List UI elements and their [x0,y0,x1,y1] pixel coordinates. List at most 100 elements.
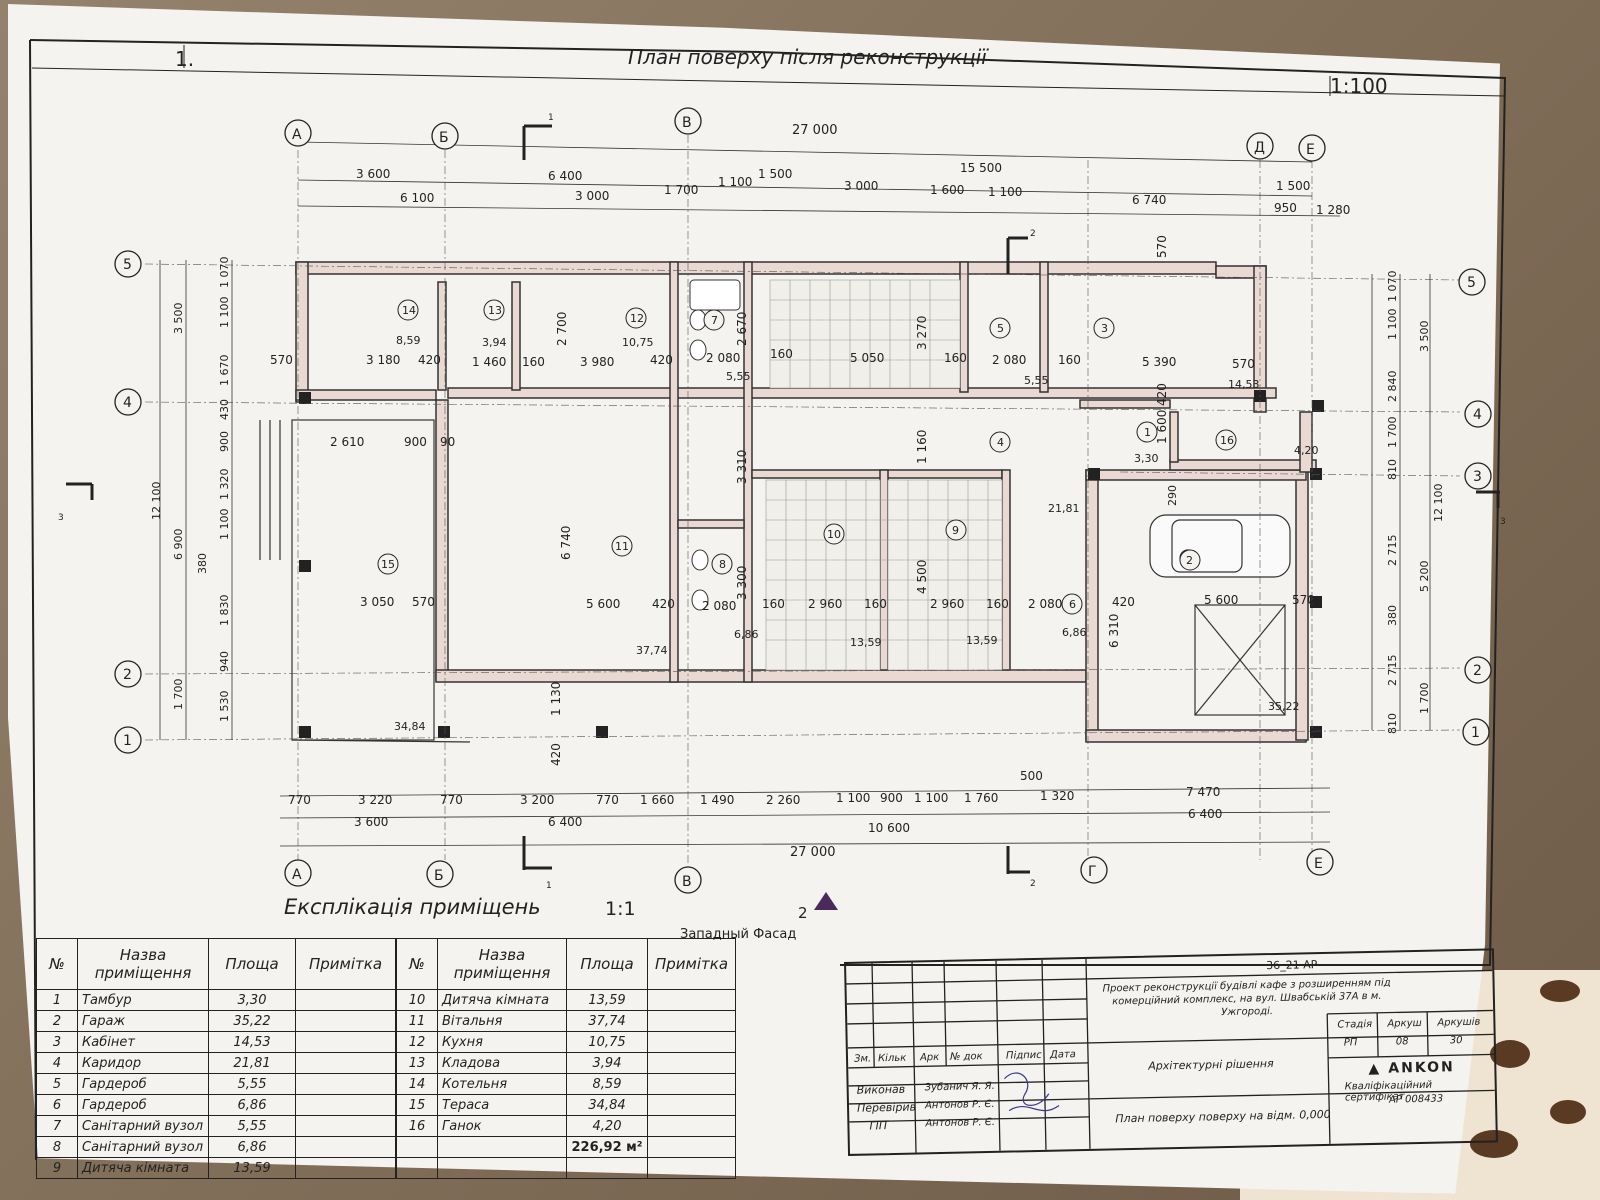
axis-label-g-bottom: Г [1088,864,1097,880]
dim-left-outer-0: 3 500 [172,303,185,335]
section-mark-1-top: 1 [548,113,554,123]
dim-top-r2-0: 6 100 [400,191,434,205]
dim-left-inner-7: 380 [196,553,209,574]
dim-bottom-total: 27 000 [790,845,836,860]
axis-label-a-bottom: А [292,867,302,883]
room-7-num: 7 [711,314,718,327]
axis-label-v-bottom: В [682,874,692,890]
terrace-outline [259,419,471,743]
dim-bot-r2-3: 6 400 [1188,807,1222,821]
fixtures [689,279,741,611]
dim-top-r2-7: 6 740 [1132,193,1166,207]
room-6-area: 6,86 [1062,626,1087,639]
dim-bot-r1-0: 770 [288,793,311,807]
dim-int-5: 3 980 [580,355,614,369]
dim-right-outer-0: 3 500 [1418,321,1431,353]
dim-int-11: 2 080 [992,353,1026,367]
section-mark-1-bottom: 1 [546,881,552,891]
dim-int-22: 2 080 [702,599,736,613]
dim-int-4: 160 [522,355,545,369]
room-13-area: 3,94 [482,336,507,349]
dim-bot-r1-5: 1 660 [640,793,674,807]
dim-int-33: 6 740 [559,526,573,560]
dim-right-outer-3: 1 700 [1418,683,1431,715]
dim-top-r1-2: 1 500 [758,167,792,181]
dim-left-inner-10: 1 530 [218,691,231,723]
garage [1149,514,1291,716]
dim-left-inner-5: 1 320 [218,469,231,501]
dim-int-18: 3 050 [360,595,394,609]
dim-right-inner-4: 810 [1386,459,1399,480]
dim-bot-r2-2: 10 600 [868,821,910,835]
facade-number: 2 [798,904,808,922]
dim-int-27: 160 [986,597,1009,611]
section-mark-3-left: 3 [58,513,64,523]
room-16-area: 4,20 [1294,444,1319,457]
room-5-num: 5 [997,322,1004,335]
dim-bot-r1-2: 770 [440,793,463,807]
room-4-num: 4 [997,436,1004,449]
dim-right-inner-0: 1 070 [1386,271,1399,303]
dim-top-r2-10: 1 280 [1316,203,1350,217]
dim-int-16: 900 [404,435,427,449]
section-mark-3-right: 3 [1500,517,1506,527]
dim-right-outer-1: 12 100 [1432,484,1445,523]
room-4-area: 21,81 [1048,502,1080,515]
dim-bot-r1-14: 7 470 [1186,785,1220,799]
room-8-area: 6,86 [734,628,759,641]
axis-label-2-right: 2 [1473,663,1482,679]
dim-top-r1-3: 15 500 [960,161,1002,175]
col-header-area: Площа [566,938,648,990]
col-header-area: Площа [208,938,296,990]
dim-bot-r1-6: 1 490 [700,793,734,807]
table-row-total: 226,92 м² [396,1136,736,1158]
room-1-area: 3,30 [1134,452,1159,465]
room-7-area: 5,55 [726,370,751,383]
dim-left-outer-2: 6 900 [172,529,185,561]
room-14-area: 8,59 [396,334,421,347]
dim-int-2: 420 [418,353,441,367]
room-6-num: 6 [1069,598,1076,611]
dim-left-inner-0: 1 070 [218,257,231,289]
room-10-num: 10 [827,528,841,541]
dim-int-37: 3 270 [915,316,929,350]
dim-int-26: 2 960 [930,597,964,611]
section-mark-2-top: 2 [1030,229,1036,239]
dim-int-29: 420 [1112,595,1135,609]
dim-top-r2-5: 1 600 [930,183,964,197]
axis-label-e-top: Е [1306,142,1315,158]
dim-int-23: 160 [762,597,785,611]
room-11-area: 37,74 [636,644,668,657]
dim-top-r2-2: 1 700 [664,183,698,197]
axis-label-v-top: В [682,115,692,131]
dim-right-inner-7: 380 [1386,605,1399,626]
facade-triangle-icon [814,892,838,910]
dim-int-3: 1 460 [472,355,506,369]
dim-right-inner-2: 2 840 [1386,371,1399,403]
signature-icon [1004,1072,1060,1112]
axis-label-2-left: 2 [123,667,132,683]
dim-int-31: 570 [1292,593,1315,607]
dim-bot-r1-12: 500 [1020,769,1043,783]
dim-int-19: 570 [412,595,435,609]
dim-int-39: 4 500 [915,560,929,594]
dim-right-inner-5: 290 [1166,485,1179,506]
dim-bot-r1-1: 3 220 [358,793,392,807]
axis-label-5-right: 5 [1467,275,1476,291]
tile-pattern [765,279,1003,671]
axis-label-d-top: Д [1254,140,1265,156]
room-1-num: 1 [1144,426,1151,439]
dim-int-12: 160 [1058,353,1081,367]
dim-bot-r1-13: 1 320 [1040,789,1074,803]
dim-int-21: 420 [652,597,675,611]
dim-int-45: 420 [549,743,563,766]
structural-columns [299,390,1324,738]
